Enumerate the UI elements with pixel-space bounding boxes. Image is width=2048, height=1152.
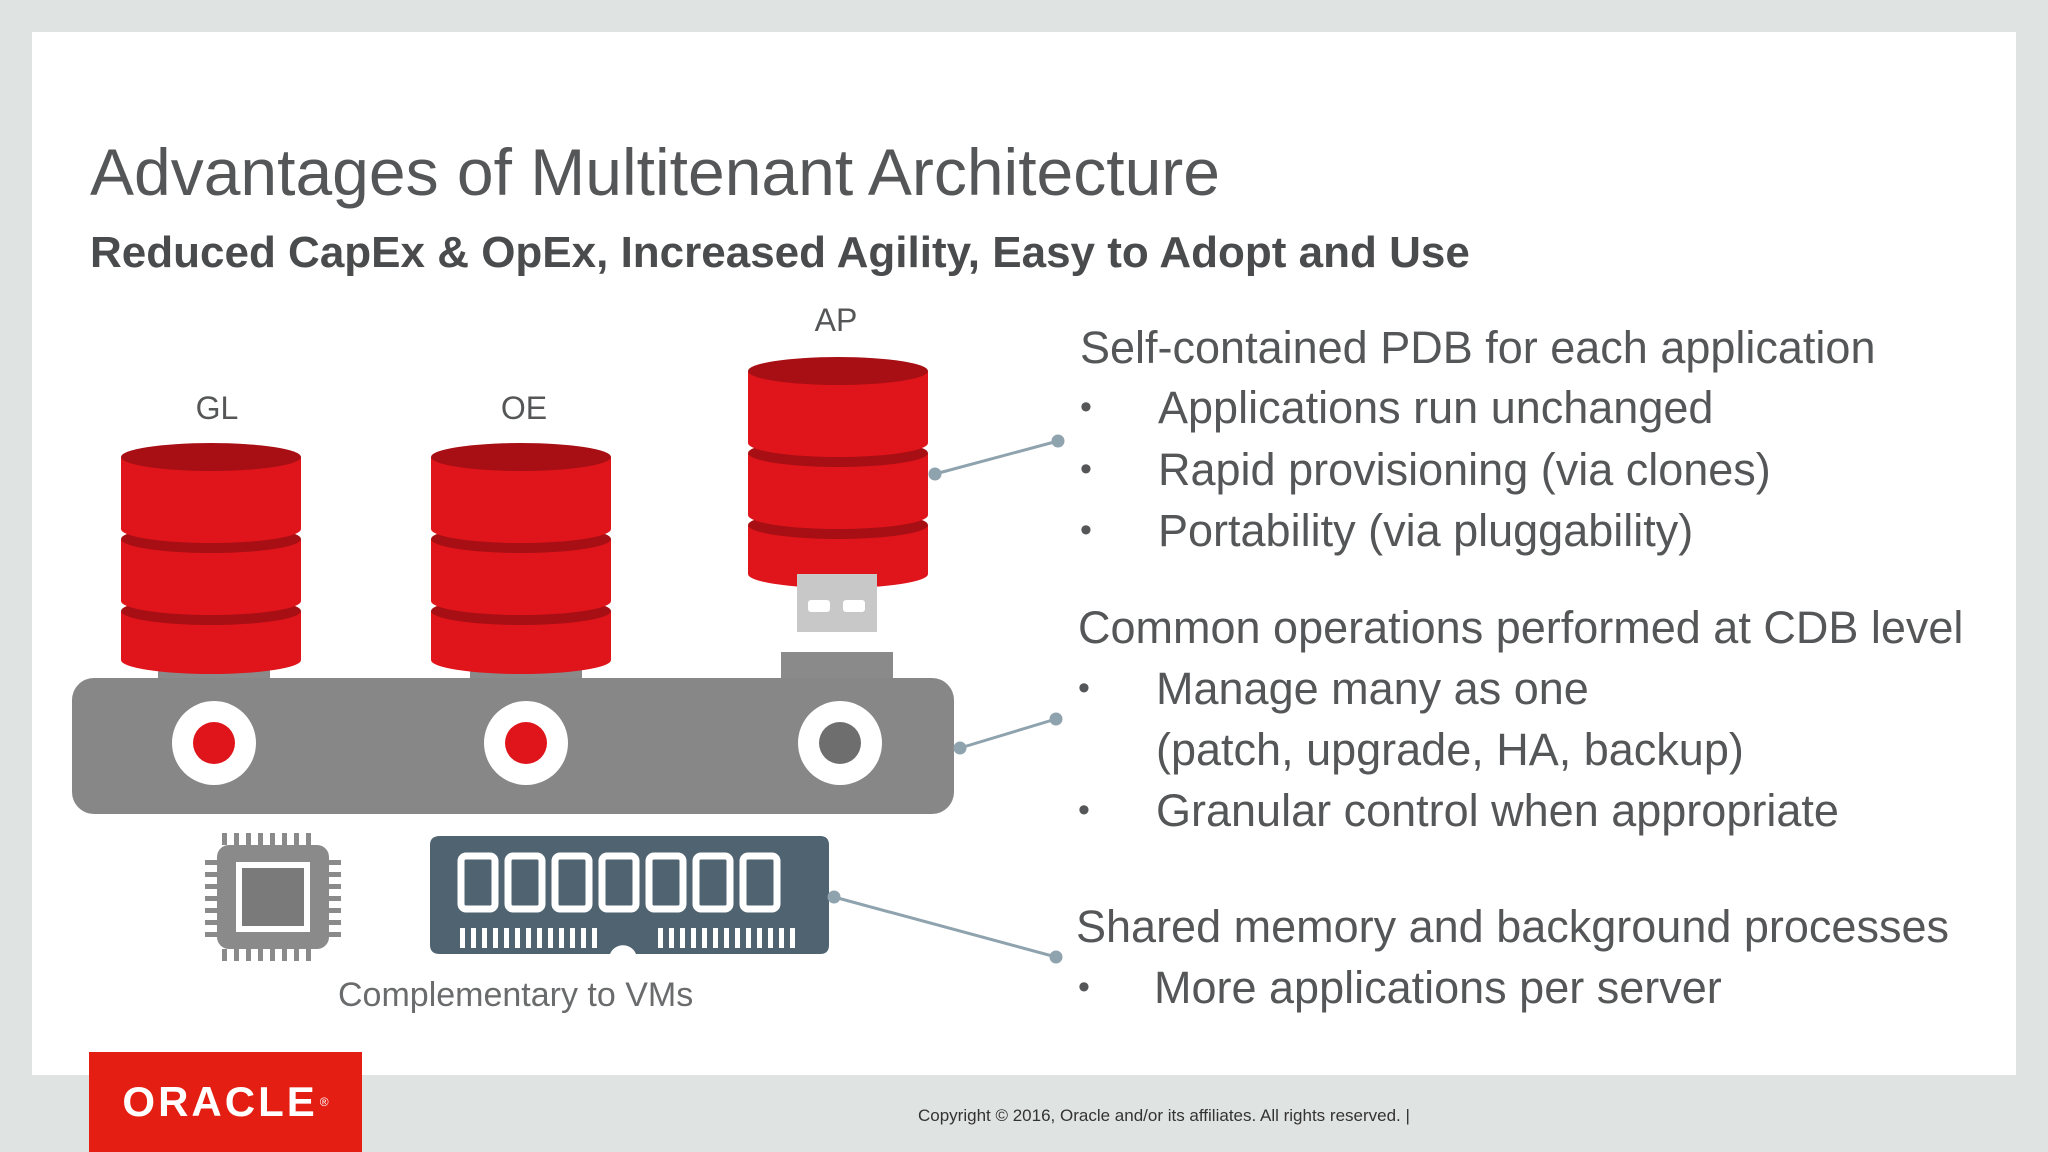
label-gl: GL (195, 390, 239, 426)
list-item: Granular control when appropriate (1156, 785, 1839, 836)
label-ap: AP (814, 302, 858, 338)
bullet-marker: • (1080, 511, 1092, 549)
list-item: Manage many as one (1156, 663, 1589, 714)
label-oe: OE (500, 390, 548, 426)
section-heading-cdb: Common operations performed at CDB level (1078, 602, 1964, 653)
bullet-marker: • (1078, 669, 1090, 707)
bullet-marker: • (1080, 388, 1092, 426)
list-item: More applications per server (1154, 962, 1722, 1013)
cpu-chip-icon (205, 833, 341, 961)
section-heading-pdb: Self-contained PDB for each application (1080, 322, 1876, 373)
database-icon (748, 357, 928, 588)
list-item-continuation: (patch, upgrade, HA, backup) (1156, 724, 1744, 775)
copyright-footer: Copyright © 2016, Oracle and/or its affi… (918, 1106, 1410, 1125)
connector-cdb (959, 717, 1057, 750)
logo-wordmark: ORACLE (122, 1078, 318, 1125)
section-heading-memory: Shared memory and background processes (1076, 901, 1949, 952)
diagram-caption: Complementary to VMs (338, 976, 694, 1014)
usb-plug-icon (797, 574, 877, 632)
connector-pdb (934, 439, 1059, 476)
bullet-marker: • (1080, 450, 1092, 488)
list-item: Portability (via pluggability) (1158, 505, 1694, 556)
connector-memory (833, 895, 1057, 959)
bullet-marker: • (1078, 968, 1090, 1006)
slot-ap (781, 652, 893, 682)
list-item: Applications run unchanged (1158, 382, 1714, 433)
oracle-logo: ORACLE® (89, 1052, 362, 1152)
slide-canvas (32, 32, 2016, 1075)
list-item: Rapid provisioning (via clones) (1158, 444, 1771, 495)
slide-subtitle: Reduced CapEx & OpEx, Increased Agility,… (90, 228, 1470, 277)
database-icon (431, 443, 611, 674)
slide-title: Advantages of Multitenant Architecture (90, 135, 1220, 209)
registered-mark: ® (319, 1095, 329, 1109)
memory-module-icon (430, 836, 829, 954)
bullet-marker: • (1078, 791, 1090, 829)
database-icon (121, 443, 301, 674)
